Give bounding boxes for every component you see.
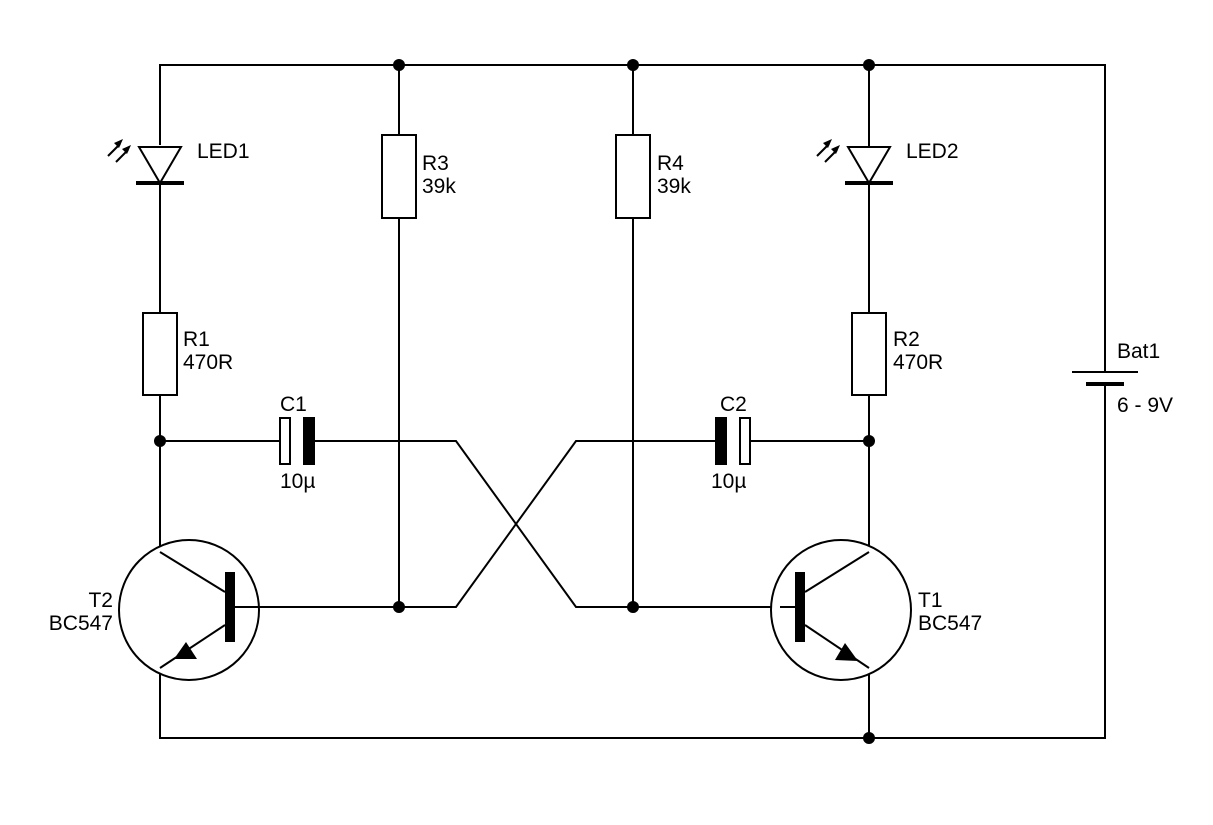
led1-symbol xyxy=(107,139,184,185)
r1-value-label: 470R xyxy=(183,351,233,374)
c1-cross-wire xyxy=(314,440,780,608)
led2-label: LED2 xyxy=(906,140,959,163)
junction-dots xyxy=(154,59,875,744)
led2-symbol xyxy=(816,139,893,185)
r2-value-label: 470R xyxy=(893,351,943,374)
t2-transistor-symbol xyxy=(118,539,260,681)
bat1-symbol xyxy=(1072,371,1138,386)
bat1-ref-label: Bat1 xyxy=(1117,340,1160,363)
wiring xyxy=(159,64,1106,739)
c2-symbol xyxy=(715,417,751,465)
c2-ref-label: C2 xyxy=(720,393,747,416)
t2-value-label: BC547 xyxy=(49,612,113,635)
r2-symbol xyxy=(851,312,887,396)
c1-ref-label: C1 xyxy=(280,393,307,416)
r1-ref-label: R1 xyxy=(183,328,210,351)
junction-dot xyxy=(863,435,875,447)
c1-symbol xyxy=(279,417,315,465)
t1-value-label: BC547 xyxy=(918,612,982,635)
r2-ref-label: R2 xyxy=(893,328,920,351)
junction-dot xyxy=(863,732,875,744)
junction-dot xyxy=(627,59,639,71)
bottom-rail-wire xyxy=(159,384,1106,739)
junction-dot xyxy=(863,59,875,71)
junction-dot xyxy=(393,59,405,71)
junction-dot xyxy=(627,601,639,613)
c1-value-label: 10µ xyxy=(280,470,315,493)
c2-value-label: 10µ xyxy=(711,470,746,493)
bat1-value-label: 6 - 9V xyxy=(1117,394,1173,417)
r4-ref-label: R4 xyxy=(657,152,684,175)
t1-transistor-symbol xyxy=(770,539,912,681)
r1-symbol xyxy=(142,312,178,396)
junction-dot xyxy=(393,601,405,613)
r3-value-label: 39k xyxy=(422,175,456,198)
r3-ref-label: R3 xyxy=(422,152,449,175)
r4-symbol xyxy=(615,134,651,219)
r3-symbol xyxy=(381,134,417,219)
c2-cross-wire xyxy=(235,440,716,608)
led1-label: LED1 xyxy=(197,140,250,163)
r4-value-label: 39k xyxy=(657,175,691,198)
junction-dot xyxy=(154,435,166,447)
t1-ref-label: T1 xyxy=(918,589,943,612)
t2-ref-label: T2 xyxy=(88,589,113,612)
